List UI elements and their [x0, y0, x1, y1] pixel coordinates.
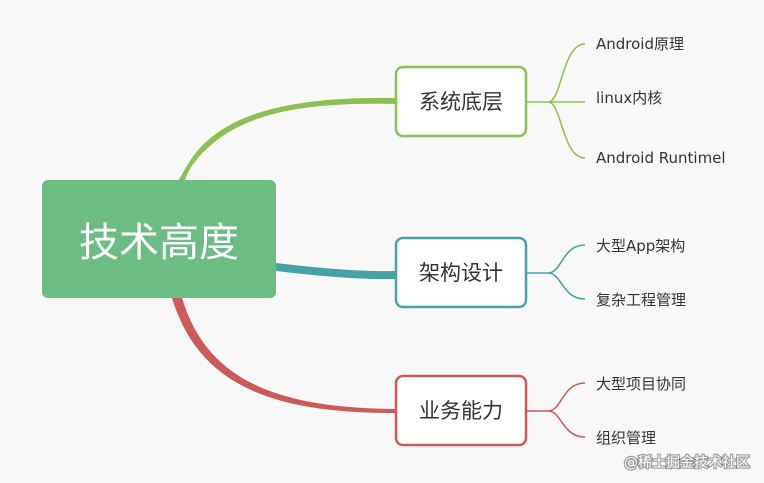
branch-node-business[interactable]: 业务能力 — [394, 374, 528, 447]
leaf-linux-kernel: linux内核 — [596, 89, 662, 107]
branch-node-system[interactable]: 系统底层 — [394, 65, 528, 138]
leaf-large-app-architecture: 大型App架构 — [596, 237, 685, 255]
branch-node-architecture[interactable]: 架构设计 — [394, 236, 528, 309]
connector-system — [178, 97, 398, 184]
bracket-business — [527, 382, 586, 438]
leaf-organization-management: 组织管理 — [596, 429, 656, 447]
branch-label-architecture: 架构设计 — [419, 261, 503, 285]
bracket-system — [527, 43, 586, 159]
bracket-architecture — [527, 244, 586, 300]
connector-business — [172, 298, 396, 413]
branch-label-system: 系统底层 — [419, 90, 503, 114]
watermark: @稀土掘金技术社区 — [624, 455, 750, 471]
root-node[interactable]: 技术高度 — [42, 180, 276, 298]
branch-label-business: 业务能力 — [419, 399, 503, 423]
leaf-complex-engineering: 复杂工程管理 — [596, 291, 686, 309]
connector-architecture — [276, 263, 396, 280]
leaf-android-runtime: Android Runtimel — [596, 149, 726, 167]
leaf-large-project-collaboration: 大型项目协同 — [596, 375, 686, 393]
root-label: 技术高度 — [79, 220, 239, 266]
leaf-android-principle: Android原理 — [596, 35, 684, 53]
